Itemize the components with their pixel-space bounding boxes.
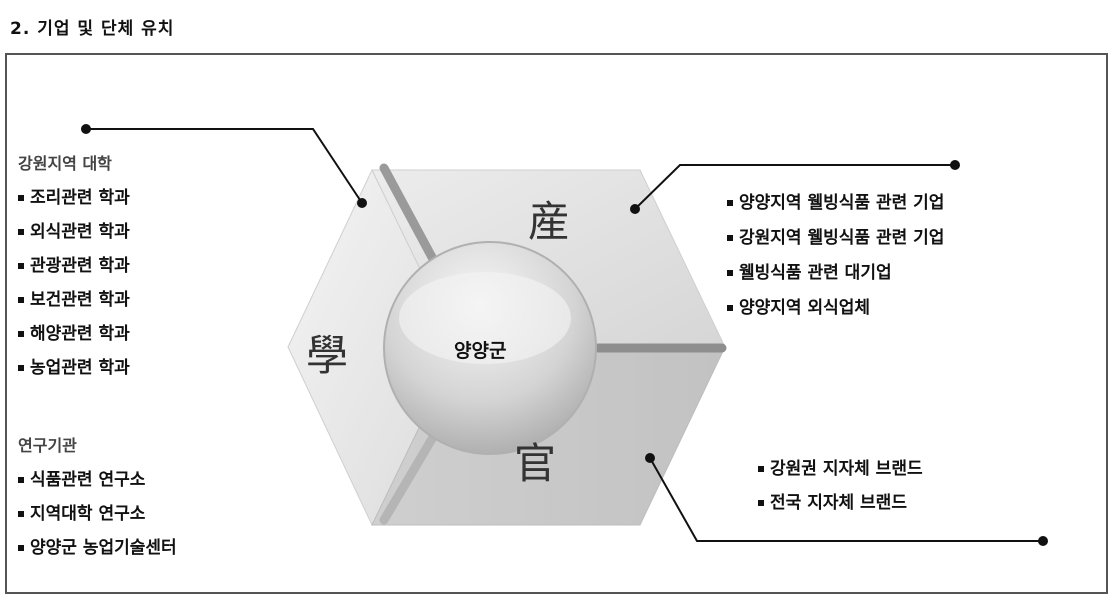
bullet-icon (727, 235, 733, 241)
bullet-icon (18, 195, 24, 201)
connector-dot-left-end (357, 198, 367, 208)
bullet-icon (18, 477, 24, 483)
bullet-icon (727, 305, 733, 311)
list-item: 강원지역 웰빙식품 관련 기업 (727, 221, 944, 256)
list-item: 해양관련 학과 (18, 317, 130, 351)
group-heading-universities: 강원지역 대학 (18, 154, 112, 173)
list-item: 관광관련 학과 (18, 249, 130, 283)
bullet-icon (18, 229, 24, 235)
segment-label-government: 官 (514, 439, 557, 488)
list-item: 양양군 농업기술센터 (18, 531, 177, 565)
bullet-icon (18, 297, 24, 303)
universities-list: 조리관련 학과 외식관련 학과 관광관련 학과 보건관련 학과 해양관련 학과 … (18, 181, 130, 385)
government-list: 강원권 지자체 브랜드 전국 지자체 브랜드 (758, 452, 923, 520)
list-item: 조리관련 학과 (18, 181, 130, 215)
bullet-icon (758, 466, 764, 472)
bullet-icon (727, 200, 733, 206)
bullet-icon (18, 263, 24, 269)
industry-list: 양양지역 웰빙식품 관련 기업 강원지역 웰빙식품 관련 기업 웰빙식품 관련 … (727, 186, 944, 326)
connector-dot-top-right-start (630, 204, 640, 214)
research-list: 식품관련 연구소 지역대학 연구소 양양군 농업기술센터 (18, 463, 177, 565)
bullet-icon (758, 500, 764, 506)
list-item: 전국 지자체 브랜드 (758, 486, 923, 520)
segment-label-academia: 學 (306, 331, 349, 380)
bullet-icon (18, 511, 24, 517)
connector-dot-top-right-end (950, 160, 960, 170)
bullet-icon (727, 270, 733, 276)
list-item: 양양지역 외식업체 (727, 291, 944, 326)
list-item: 외식관련 학과 (18, 215, 130, 249)
list-item: 지역대학 연구소 (18, 497, 177, 531)
connector-dot-bottom-right-start (645, 453, 655, 463)
connector-bottom-right (649, 457, 1043, 542)
bullet-icon (18, 331, 24, 337)
list-item: 농업관련 학과 (18, 351, 130, 385)
bullet-icon (18, 545, 24, 551)
bullet-icon (18, 365, 24, 371)
list-item: 웰빙식품 관련 대기업 (727, 256, 944, 291)
list-item: 양양지역 웰빙식품 관련 기업 (727, 186, 944, 221)
page-title: 2. 기업 및 단체 유치 (10, 19, 175, 39)
center-highlight (399, 272, 571, 364)
connector-dot-left-start (81, 124, 91, 134)
list-item: 보건관련 학과 (18, 283, 130, 317)
group-heading-research: 연구기관 (18, 436, 77, 455)
center-label: 양양군 (454, 340, 507, 362)
list-item: 식품관련 연구소 (18, 463, 177, 497)
segment-label-industry: 産 (528, 197, 571, 246)
connector-dot-bottom-right-end (1038, 536, 1048, 546)
list-item: 강원권 지자체 브랜드 (758, 452, 923, 486)
connector-left (86, 128, 363, 204)
connector-top-right (634, 164, 955, 210)
